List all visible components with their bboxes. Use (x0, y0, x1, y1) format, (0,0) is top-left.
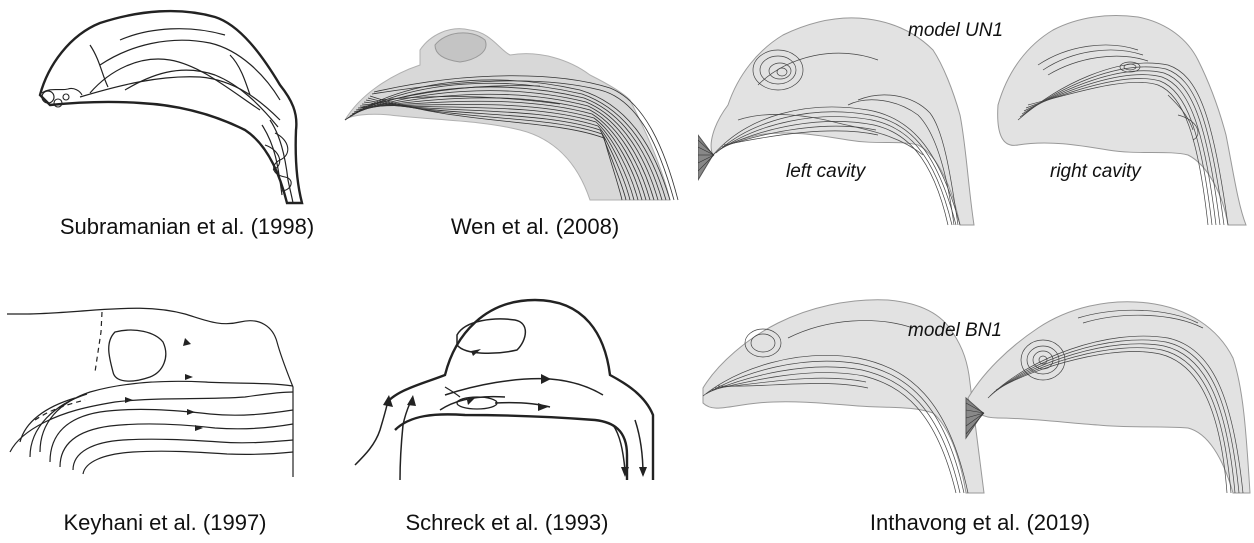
subramanian-streamline-drawing (30, 5, 330, 205)
label-left-cavity: left cavity (786, 161, 865, 183)
caption-inthavong: Inthavong et al. (2019) (840, 510, 1120, 536)
label-model-un1: model UN1 (908, 20, 1003, 42)
schreck-streamline-drawing (345, 295, 665, 485)
label-right-cavity: right cavity (1050, 161, 1141, 183)
label-model-bn1: model BN1 (908, 320, 1002, 342)
keyhani-streamline-drawing (5, 302, 305, 477)
caption-schreck: Schreck et al. (1993) (382, 510, 632, 536)
wen-streamline-render (340, 20, 690, 205)
caption-wen: Wen et al. (2008) (385, 214, 685, 240)
caption-keyhani: Keyhani et al. (1997) (40, 510, 290, 536)
caption-subramanian: Subramanian et al. (1998) (42, 214, 332, 240)
